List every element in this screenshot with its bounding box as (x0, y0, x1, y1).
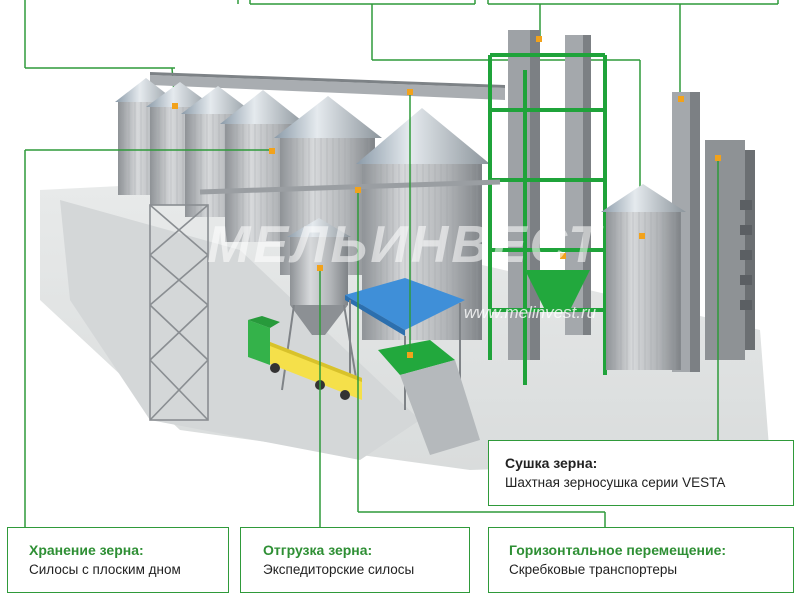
shipping-silo (281, 218, 359, 391)
storage-silos (115, 78, 490, 340)
callout-shipping: Отгрузка зерна: Экспедиторские силосы (240, 527, 470, 593)
callout-horizontal-subtitle: Скребковые транспортеры (509, 562, 678, 577)
vesta-dryer-tower (705, 140, 755, 360)
callout-shipping-subtitle: Экспедиторские силосы (263, 562, 415, 577)
callout-storage-subtitle: Силосы с плоским дном (29, 562, 181, 577)
callout-storage-title: Хранение зерна: (29, 542, 144, 558)
watermark-brand: МЕЛЬИНВЕСТ (207, 216, 604, 274)
callout-drying: Сушка зерна: Шахтная зерносушка серии VE… (488, 440, 794, 506)
dryer-silo (601, 184, 686, 370)
callout-drying-title: Сушка зерна: (505, 455, 598, 471)
receiving-pit (378, 340, 480, 455)
grain-truck (248, 316, 362, 400)
callout-drying-subtitle: Шахтная зерносушка серии VESTA (505, 475, 726, 490)
callout-storage: Хранение зерна: Силосы с плоским дном (7, 527, 229, 593)
orange-markers (172, 36, 721, 358)
callout-shipping-title: Отгрузка зерна: (263, 542, 373, 558)
callout-connectors (24, 92, 719, 527)
blue-canopy (345, 278, 465, 410)
callout-horizontal-title: Горизонтальное перемещение: (509, 542, 727, 558)
callout-horizontal: Горизонтальное перемещение: Скребковые т… (488, 527, 794, 593)
lattice-tower (149, 179, 501, 421)
green-support-structure (488, 53, 607, 385)
watermark-url: www.melinvest.ru (464, 303, 597, 322)
top-conveyor-gallery (150, 72, 505, 100)
